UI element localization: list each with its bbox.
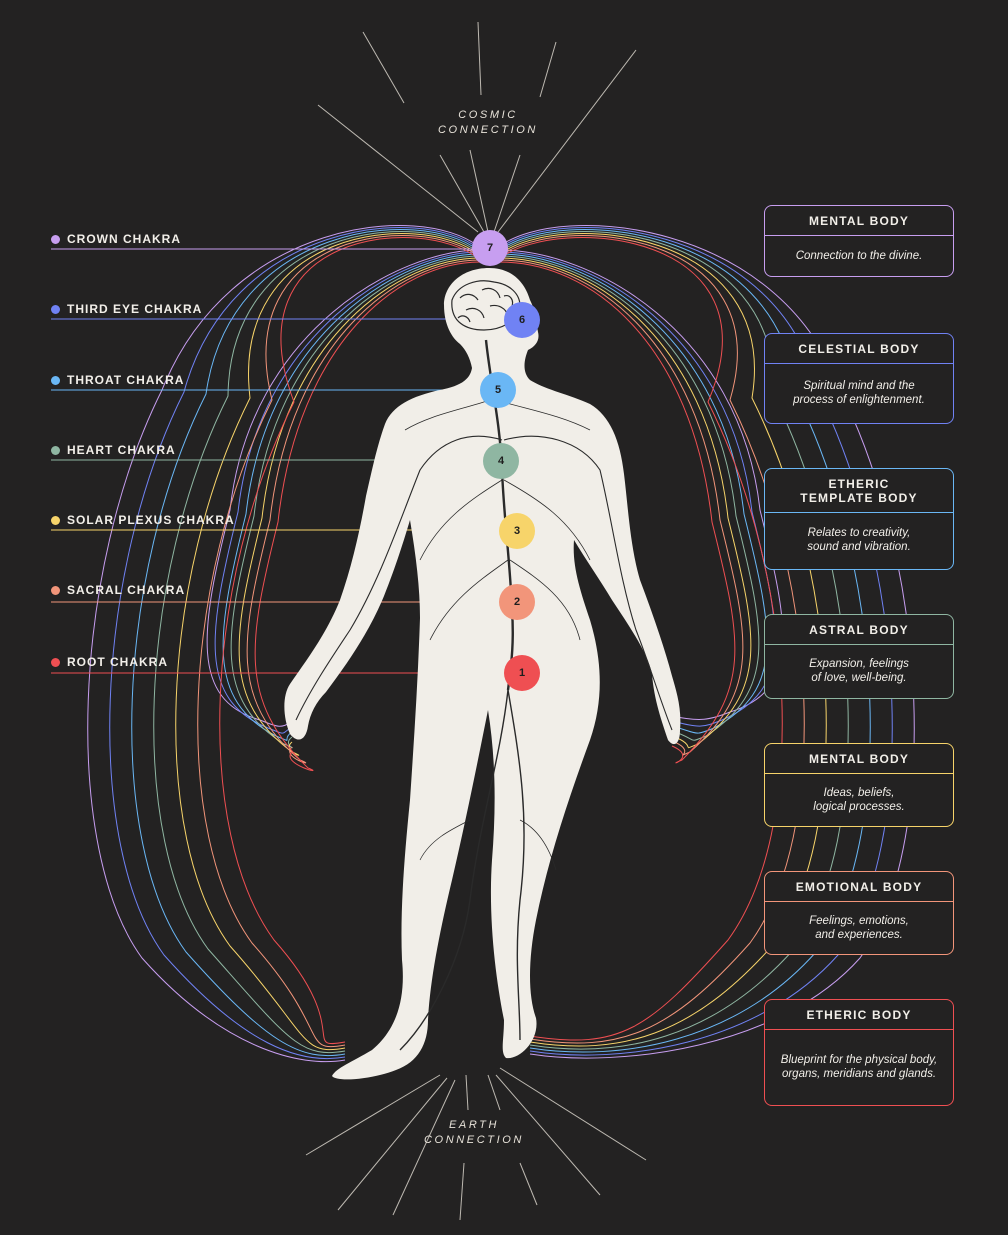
aura-loop-left [87,225,479,1063]
body-card-description: Feelings, emotions, and experiences. [809,914,909,941]
chakra-label-sacral: SACRAL CHAKRA [51,583,185,597]
body-card-title: ASTRAL BODY [765,615,953,645]
chakra-label-root: ROOT CHAKRA [51,655,168,669]
chakra-connector-lines [51,248,522,674]
aura-loop-hand-left [214,251,481,734]
aura-loop-left [153,231,479,1054]
chakra-label-third-eye: THIRD EYE CHAKRA [51,302,202,316]
heart-dot-icon [51,445,60,455]
body-card-title: CELESTIAL BODY [765,334,953,364]
chakra-name: ROOT CHAKRA [67,655,168,669]
chakra-node-4: 4 [497,455,505,467]
chakra-label-crown: CROWN CHAKRA [51,232,181,246]
body-card-description: Spiritual mind and the process of enligh… [793,380,925,406]
aura-loop-hand-right [499,253,768,734]
chakra-label-solar-plexus: SOLAR PLEXUS CHAKRA [51,513,235,527]
chakra-node-circle [504,302,540,338]
chakra-node-6: 6 [518,314,526,326]
cosmic-line-2: CONNECTION [438,124,538,136]
cosmic-line-1: COSMIC [458,109,518,121]
chakra-name: THROAT CHAKRA [67,373,185,387]
aura-field-loops [87,225,915,1063]
cosmic-connection-label: COSMIC CONNECTION [408,108,568,138]
chakra-node-1: 1 [518,667,526,679]
aura-loop-hand-left [254,261,481,772]
nerve-path [419,479,503,561]
chakra-name: THIRD EYE CHAKRA [67,302,203,316]
root-dot-icon [51,657,60,667]
aura-loop-hand-left [246,259,481,764]
chakra-node-circle [480,372,516,408]
body-card-description: Expansion, feelings of love, well-being. [809,658,909,684]
chakra-node-5: 5 [494,384,502,396]
body-card-etheric: ETHERIC BODY Blueprint for the physical … [764,999,954,1106]
chakra-node-circle [472,230,508,266]
body-card-description: Relates to creativity, sound and vibrati… [807,527,911,553]
nerve-path [507,689,525,1041]
chakra-node-2: 2 [513,596,521,608]
aura-loop-left [109,227,479,1060]
aura-loop-left [175,233,479,1051]
chakra-node-circle [499,584,535,620]
chakra-node-circle [504,655,540,691]
chakra-nodes [472,230,540,691]
chakra-node-circle [499,513,535,549]
chakra-node-7: 7 [486,242,494,254]
chakra-name: SACRAL CHAKRA [67,583,186,597]
earth-connection-label: EARTH CONNECTION [394,1118,554,1148]
aura-loop-left [219,237,479,1045]
body-card-description: Blueprint for the physical body, organs,… [780,1054,938,1080]
chakra-node-3: 3 [513,525,521,537]
aura-loop-hand-left [230,255,481,749]
sacral-dot-icon [51,585,60,595]
chakra-node-circle [483,443,519,479]
aura-loop-left [131,229,479,1057]
chakra-name: HEART CHAKRA [67,443,176,457]
aura-loop-hand-right [499,261,736,764]
chakra-label-throat: THROAT CHAKRA [51,373,184,387]
body-card-emotional: EMOTIONAL BODY Feelings, emotions, and e… [764,871,954,955]
nerve-path [503,479,591,561]
body-card-title: MENTAL BODY [765,206,953,236]
body-card-mental-top: MENTAL BODY Connection to the divine. [764,205,954,277]
body-card-etheric-template: ETHERIC TEMPLATE BODY Relates to creativ… [764,468,954,570]
chakra-name: SOLAR PLEXUS CHAKRA [67,513,235,527]
chakra-name: CROWN CHAKRA [67,232,181,246]
aura-loop-hand-right [499,255,760,741]
body-card-astral: ASTRAL BODY Expansion, feelings of love,… [764,614,954,699]
nerve-path [399,689,509,1051]
chakra-label-heart: HEART CHAKRA [51,443,176,457]
nerve-path [404,399,491,431]
aura-loop-hand-right [499,257,752,749]
solar-plexus-dot-icon [51,515,60,525]
body-card-title: ETHERIC TEMPLATE BODY [765,469,953,513]
aura-loop-left [197,235,479,1048]
nerve-path [503,435,673,731]
aura-loop-hand-left [206,249,481,727]
body-card-celestial: CELESTIAL BODY Spiritual mind and the pr… [764,333,954,424]
crown-dot-icon [51,234,60,244]
aura-loop-hand-left [238,257,481,756]
body-card-title: MENTAL BODY [765,744,953,774]
energy-rays [305,21,647,1221]
nerve-path [295,435,503,721]
nerve-path [419,819,471,861]
earth-line-1: EARTH [448,1119,500,1131]
nerve-path [429,559,509,641]
earth-line-2: CONNECTION [424,1134,524,1146]
body-card-title: ETHERIC BODY [765,1000,953,1030]
nerve-path [519,819,557,871]
nerve-path [509,559,581,641]
body-card-mental: MENTAL BODY Ideas, beliefs, logical proc… [764,743,954,827]
body-card-description: Ideas, beliefs, logical processes. [813,786,905,813]
body-card-title: EMOTIONAL BODY [765,872,953,902]
aura-loop-hand-left [222,253,481,741]
third-eye-dot-icon [51,304,60,314]
body-card-description: Connection to the divine. [795,250,923,262]
throat-dot-icon [51,375,60,385]
